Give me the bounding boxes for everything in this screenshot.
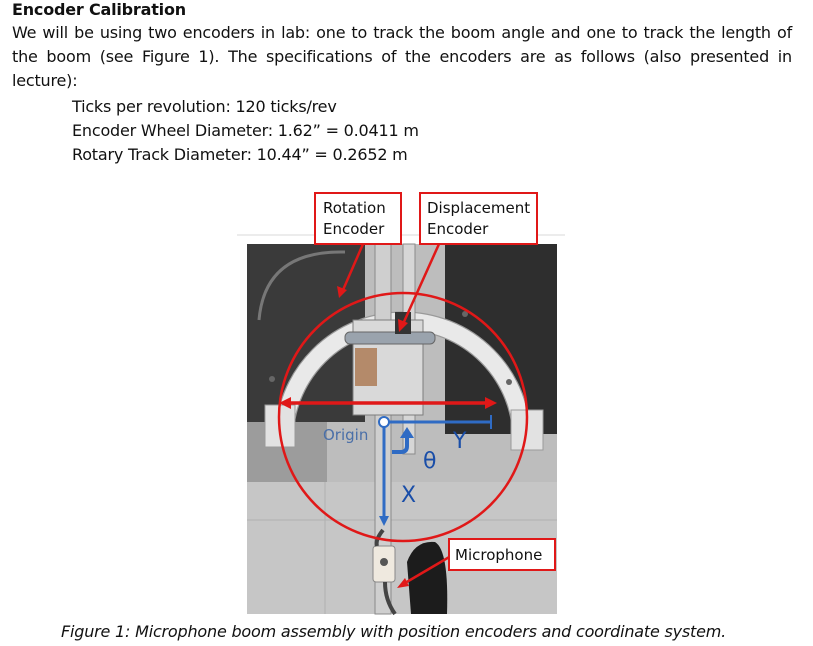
y-axis-label: Y — [452, 429, 467, 454]
origin-label: Origin — [323, 426, 368, 444]
rotation-label-line2: Encoder — [323, 220, 385, 238]
coordinate-system: Y θ X Origin — [323, 415, 492, 526]
rotation-encoder-label: Rotation Encoder — [314, 192, 402, 245]
intro-paragraph: We will be using two encoders in lab: on… — [12, 23, 792, 90]
section-heading: Encoder Calibration — [12, 0, 186, 19]
x-axis-label: X — [401, 483, 416, 508]
microphone-label: Microphone — [448, 538, 556, 571]
encoder-spec-list: Ticks per revolution: 120 ticks/rev Enco… — [72, 95, 419, 167]
spec-wheel-diameter: Encoder Wheel Diameter: 1.62” = 0.0411 m — [72, 121, 419, 140]
red-annotations — [277, 243, 529, 588]
spec-track-diameter: Rotary Track Diameter: 10.44” = 0.2652 m — [72, 145, 408, 164]
displacement-label-line1: Displacement — [427, 199, 530, 217]
theta-label: θ — [423, 449, 436, 474]
displacement-encoder-label: Displacement Encoder — [419, 192, 538, 245]
displacement-label-line2: Encoder — [427, 220, 489, 238]
rotation-label-line1: Rotation — [323, 199, 386, 217]
boom-assembly-figure: Y θ X Origin Rotation Encoder Displaceme… — [237, 192, 565, 616]
spec-ticks-per-rev: Ticks per revolution: 120 ticks/rev — [72, 97, 337, 116]
microphone-label-text: Microphone — [455, 546, 542, 564]
figure-caption: Figure 1: Microphone boom assembly with … — [61, 622, 727, 641]
